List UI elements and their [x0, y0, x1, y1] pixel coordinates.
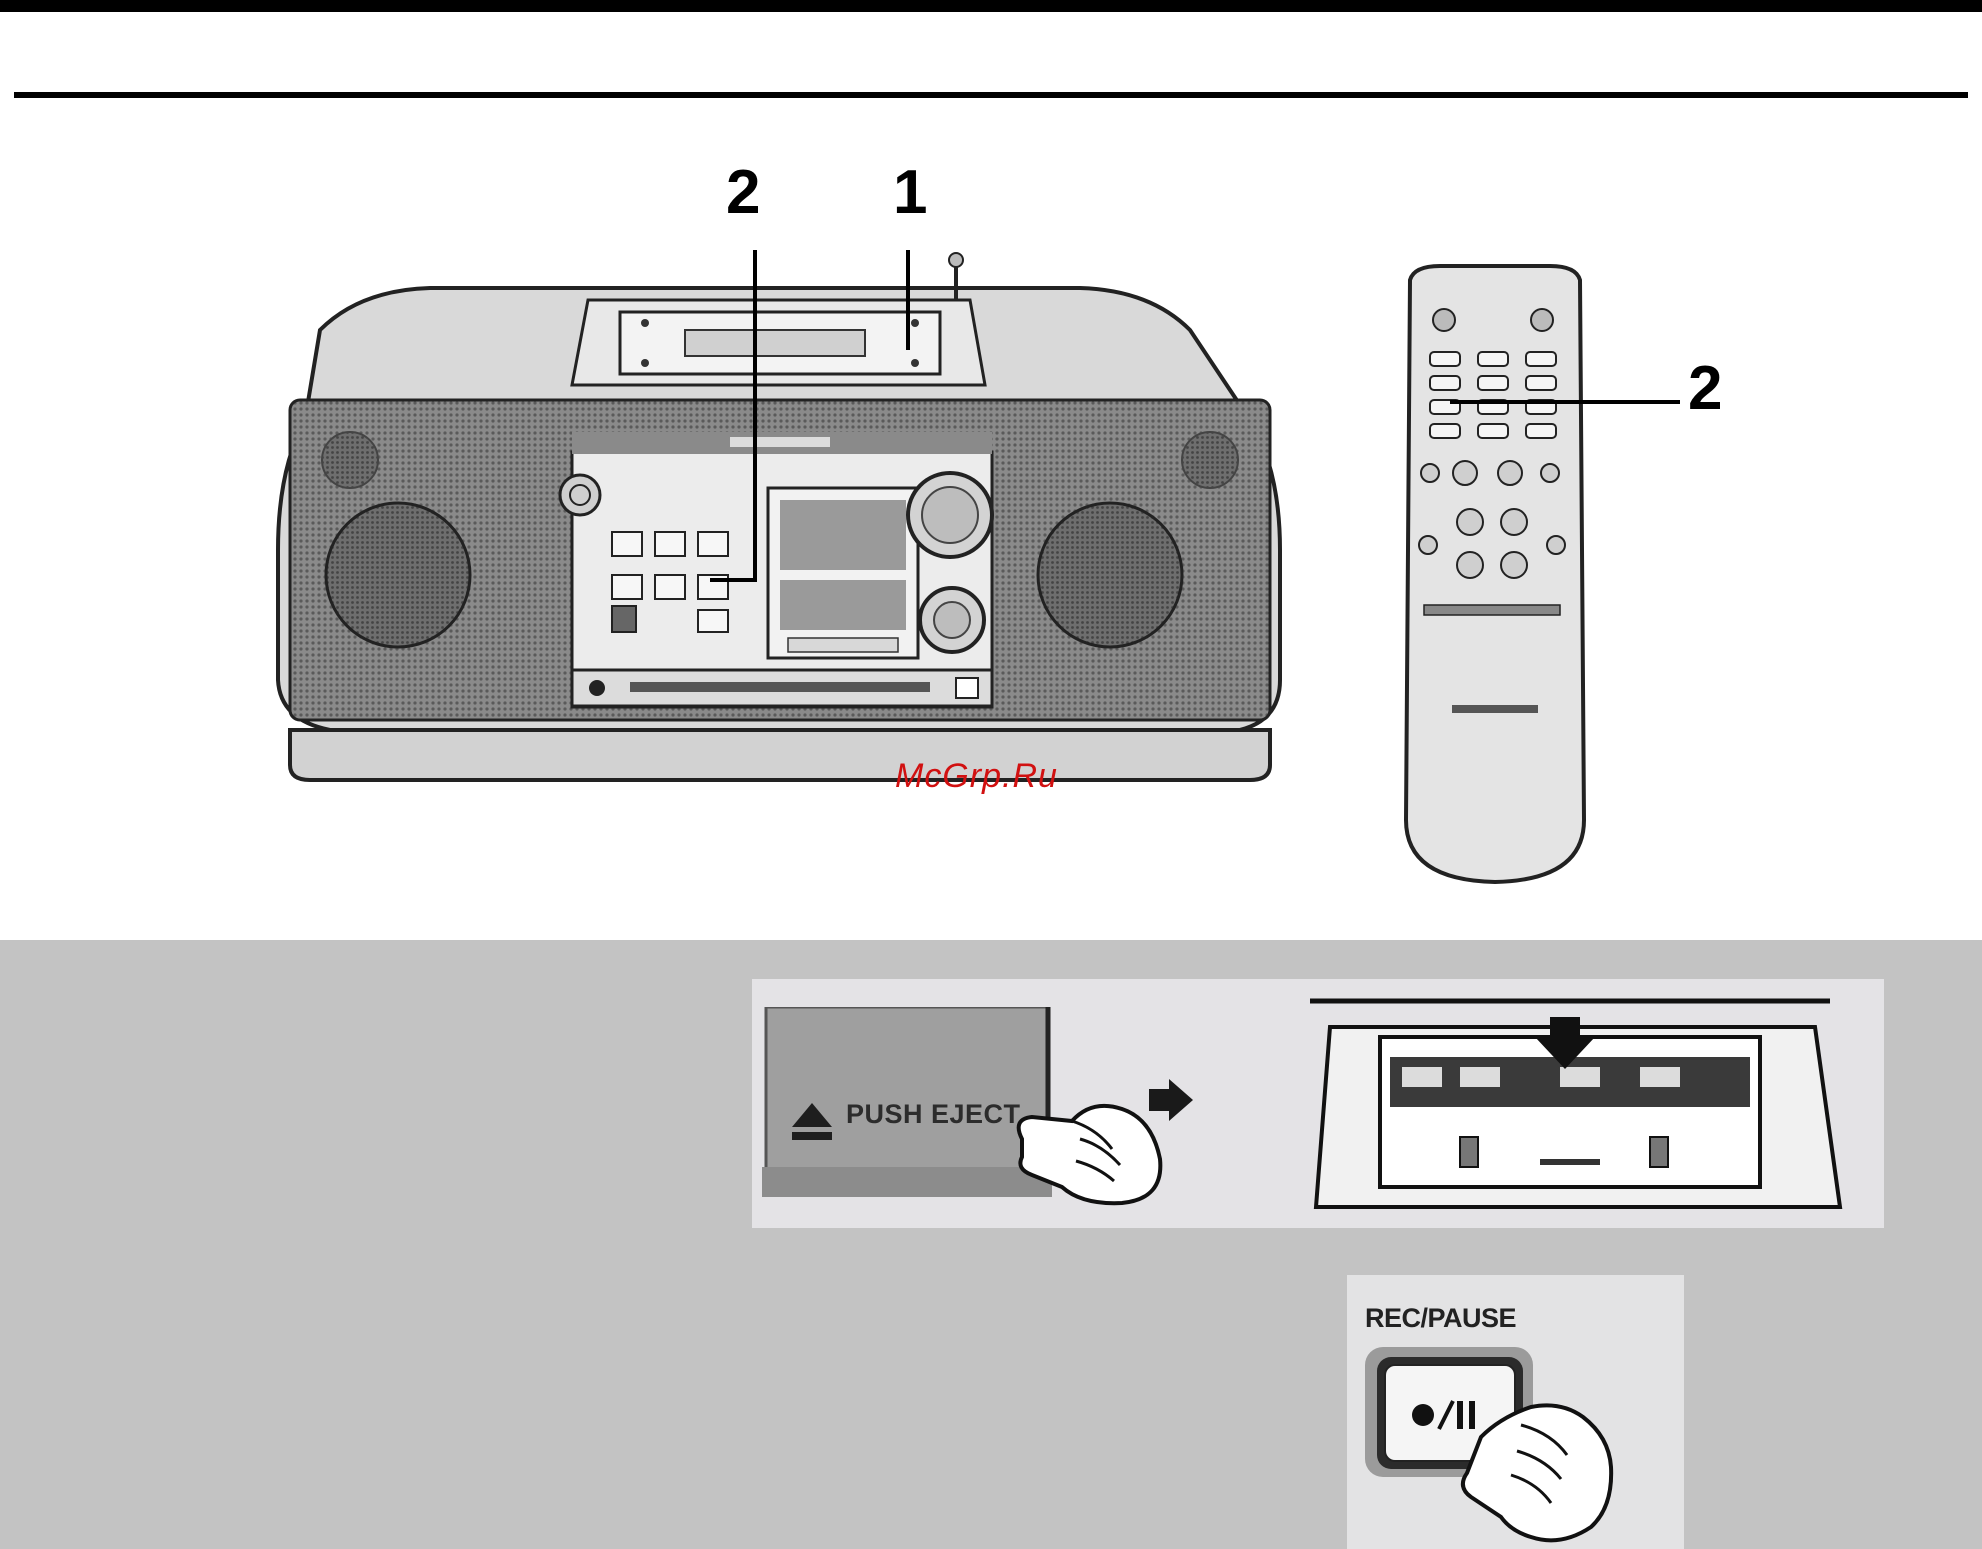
- rec-pause-illustration-panel: REC/PAUSE: [1347, 1275, 1684, 1549]
- watermark-text: McGrp.Ru: [895, 757, 1058, 796]
- remote-control-illustration: [1390, 260, 1720, 900]
- cassette-deck-illustration: [1310, 997, 1850, 1217]
- push-eject-label: PUSH EJECT: [846, 1099, 1021, 1130]
- stereo-unit-illustration: [250, 250, 1320, 900]
- callout-2-stereo: 2: [726, 162, 760, 224]
- rec-pause-button-illustration: [1361, 1347, 1681, 1547]
- header-rule: [14, 92, 1968, 98]
- eject-illustration-panel: PUSH EJECT: [752, 979, 1884, 1228]
- top-rule: [0, 0, 1982, 12]
- callout-1-stereo: 1: [893, 162, 927, 224]
- illustration-stereo-remote: 2 1 2: [0, 100, 1982, 940]
- arrow-right-icon: [1147, 1077, 1195, 1123]
- rec-pause-label: REC/PAUSE: [1365, 1303, 1516, 1334]
